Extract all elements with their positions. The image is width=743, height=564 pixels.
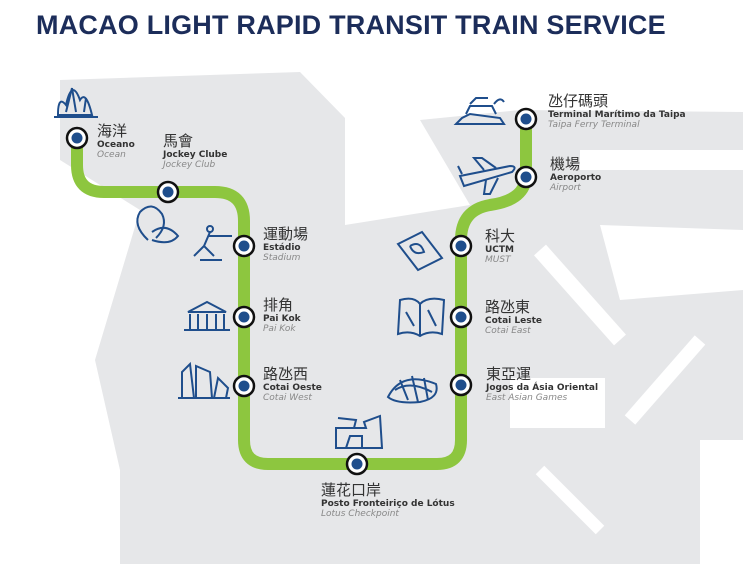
station-label-oceano: 海洋 Oceano Ocean	[97, 122, 135, 161]
horseshoe-icon	[136, 205, 180, 244]
station-label-jockey-clube: 馬會 Jockey Clube Jockey Club	[163, 132, 228, 171]
road	[534, 244, 626, 346]
station-uctm[interactable]	[449, 234, 473, 258]
pavilion-icon	[184, 300, 230, 331]
dome-icon	[386, 375, 438, 404]
page-title: MACAO LIGHT RAPID TRANSIT TRAIN SERVICE	[36, 10, 666, 40]
water	[700, 440, 743, 564]
towers-icon	[54, 87, 98, 118]
station-pai-kok[interactable]	[232, 305, 256, 329]
station-estadio[interactable]	[232, 234, 256, 258]
station-cotai-leste[interactable]	[449, 305, 473, 329]
lrt-line	[71, 119, 532, 470]
station-oceano[interactable]	[65, 126, 89, 150]
station-label-cotai-oeste: 路氹西 Cotai Oeste Cotai West	[263, 365, 322, 404]
buildings-icon	[178, 361, 230, 399]
station-label-estadio: 運動場 Estádio Stadium	[263, 225, 309, 264]
station-lotus[interactable]	[345, 452, 369, 476]
athlete-icon	[193, 225, 232, 261]
station-label-uctm: 科大 UCTM MUST	[485, 227, 516, 266]
station-markers	[65, 107, 538, 476]
station-label-pai-kok: 排角 Pai Kok Pai Kok	[263, 296, 301, 335]
university-icon	[396, 230, 444, 272]
station-cotai-oeste[interactable]	[232, 374, 256, 398]
station-label-airport: 機場 Aeroporto Airport	[550, 155, 602, 194]
station-label-lotus: 蓮花口岸 Posto Fronteiriço de Lótus Lotus Ch…	[321, 481, 455, 520]
checkpoint-icon	[335, 414, 384, 449]
station-label-taipa-ferry: 氹仔碼頭 Terminal Marítimo da Taipa Taipa Fe…	[548, 92, 686, 131]
water	[510, 378, 605, 428]
station-label-cotai-leste: 路氹東 Cotai Leste Cotai East	[485, 298, 542, 337]
road	[624, 335, 706, 425]
station-taipa-ferry[interactable]	[514, 107, 538, 131]
ferry-icon	[453, 97, 506, 125]
station-east-asian-games[interactable]	[449, 373, 473, 397]
station-airport[interactable]	[514, 165, 538, 189]
station-jockey-clube[interactable]	[156, 180, 180, 204]
station-label-east-asian-games: 東亞運 Jogos da Ásia Oriental East Asian Ga…	[486, 365, 599, 404]
road	[535, 465, 605, 535]
airplane-icon	[457, 157, 516, 195]
book-icon	[396, 297, 446, 338]
